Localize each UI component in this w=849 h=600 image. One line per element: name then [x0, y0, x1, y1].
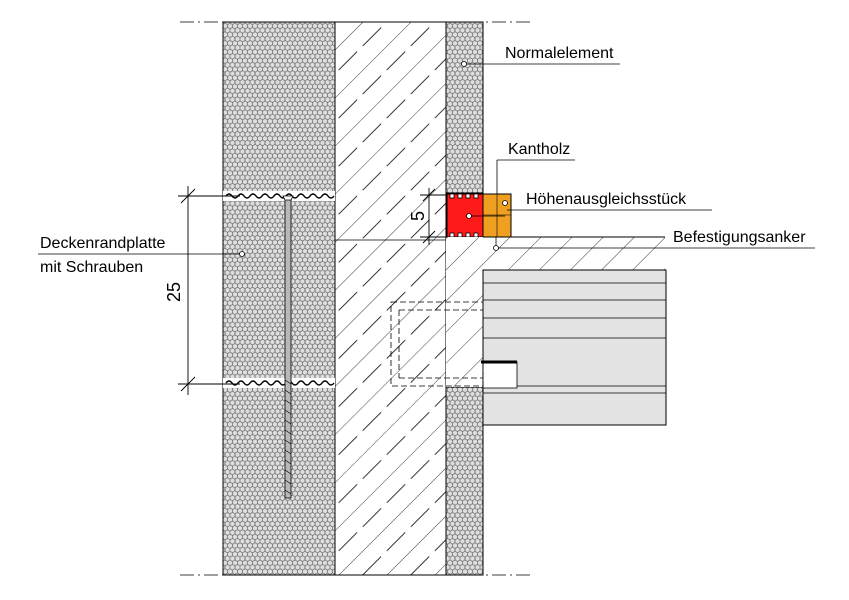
slab-hatch-band — [446, 237, 665, 387]
dimension-5-text: 5 — [408, 211, 428, 221]
label-kantholz: Kantholz — [508, 141, 570, 158]
concrete-wall — [334, 21, 447, 576]
hoehenausgleichsstueck — [446, 193, 484, 238]
label-befestigungsanker: Befestigungsanker — [673, 229, 806, 246]
leader-lines — [38, 61, 815, 257]
dimension-25-text: 25 — [164, 282, 184, 302]
screw — [282, 195, 294, 499]
befestigungsanker-dashed — [390, 301, 484, 387]
screw-strip-bottom — [223, 378, 335, 388]
normalelement-lower — [445, 386, 484, 576]
label-deckenrandplatte: Deckenrandplatte — [40, 235, 166, 252]
dimension-25 — [178, 186, 240, 395]
label-mit-schrauben: mit Schrauben — [40, 259, 143, 276]
floor-slab — [482, 269, 667, 426]
label-normalelement: Normalelement — [505, 45, 614, 62]
screw-strip-top — [223, 191, 335, 201]
deckenrandplatte-panel — [222, 21, 336, 576]
dimension-5 — [420, 188, 447, 245]
label-hoehenausgleich: Höhenausgleichsstück — [526, 191, 687, 208]
normalelement-upper — [445, 21, 484, 194]
